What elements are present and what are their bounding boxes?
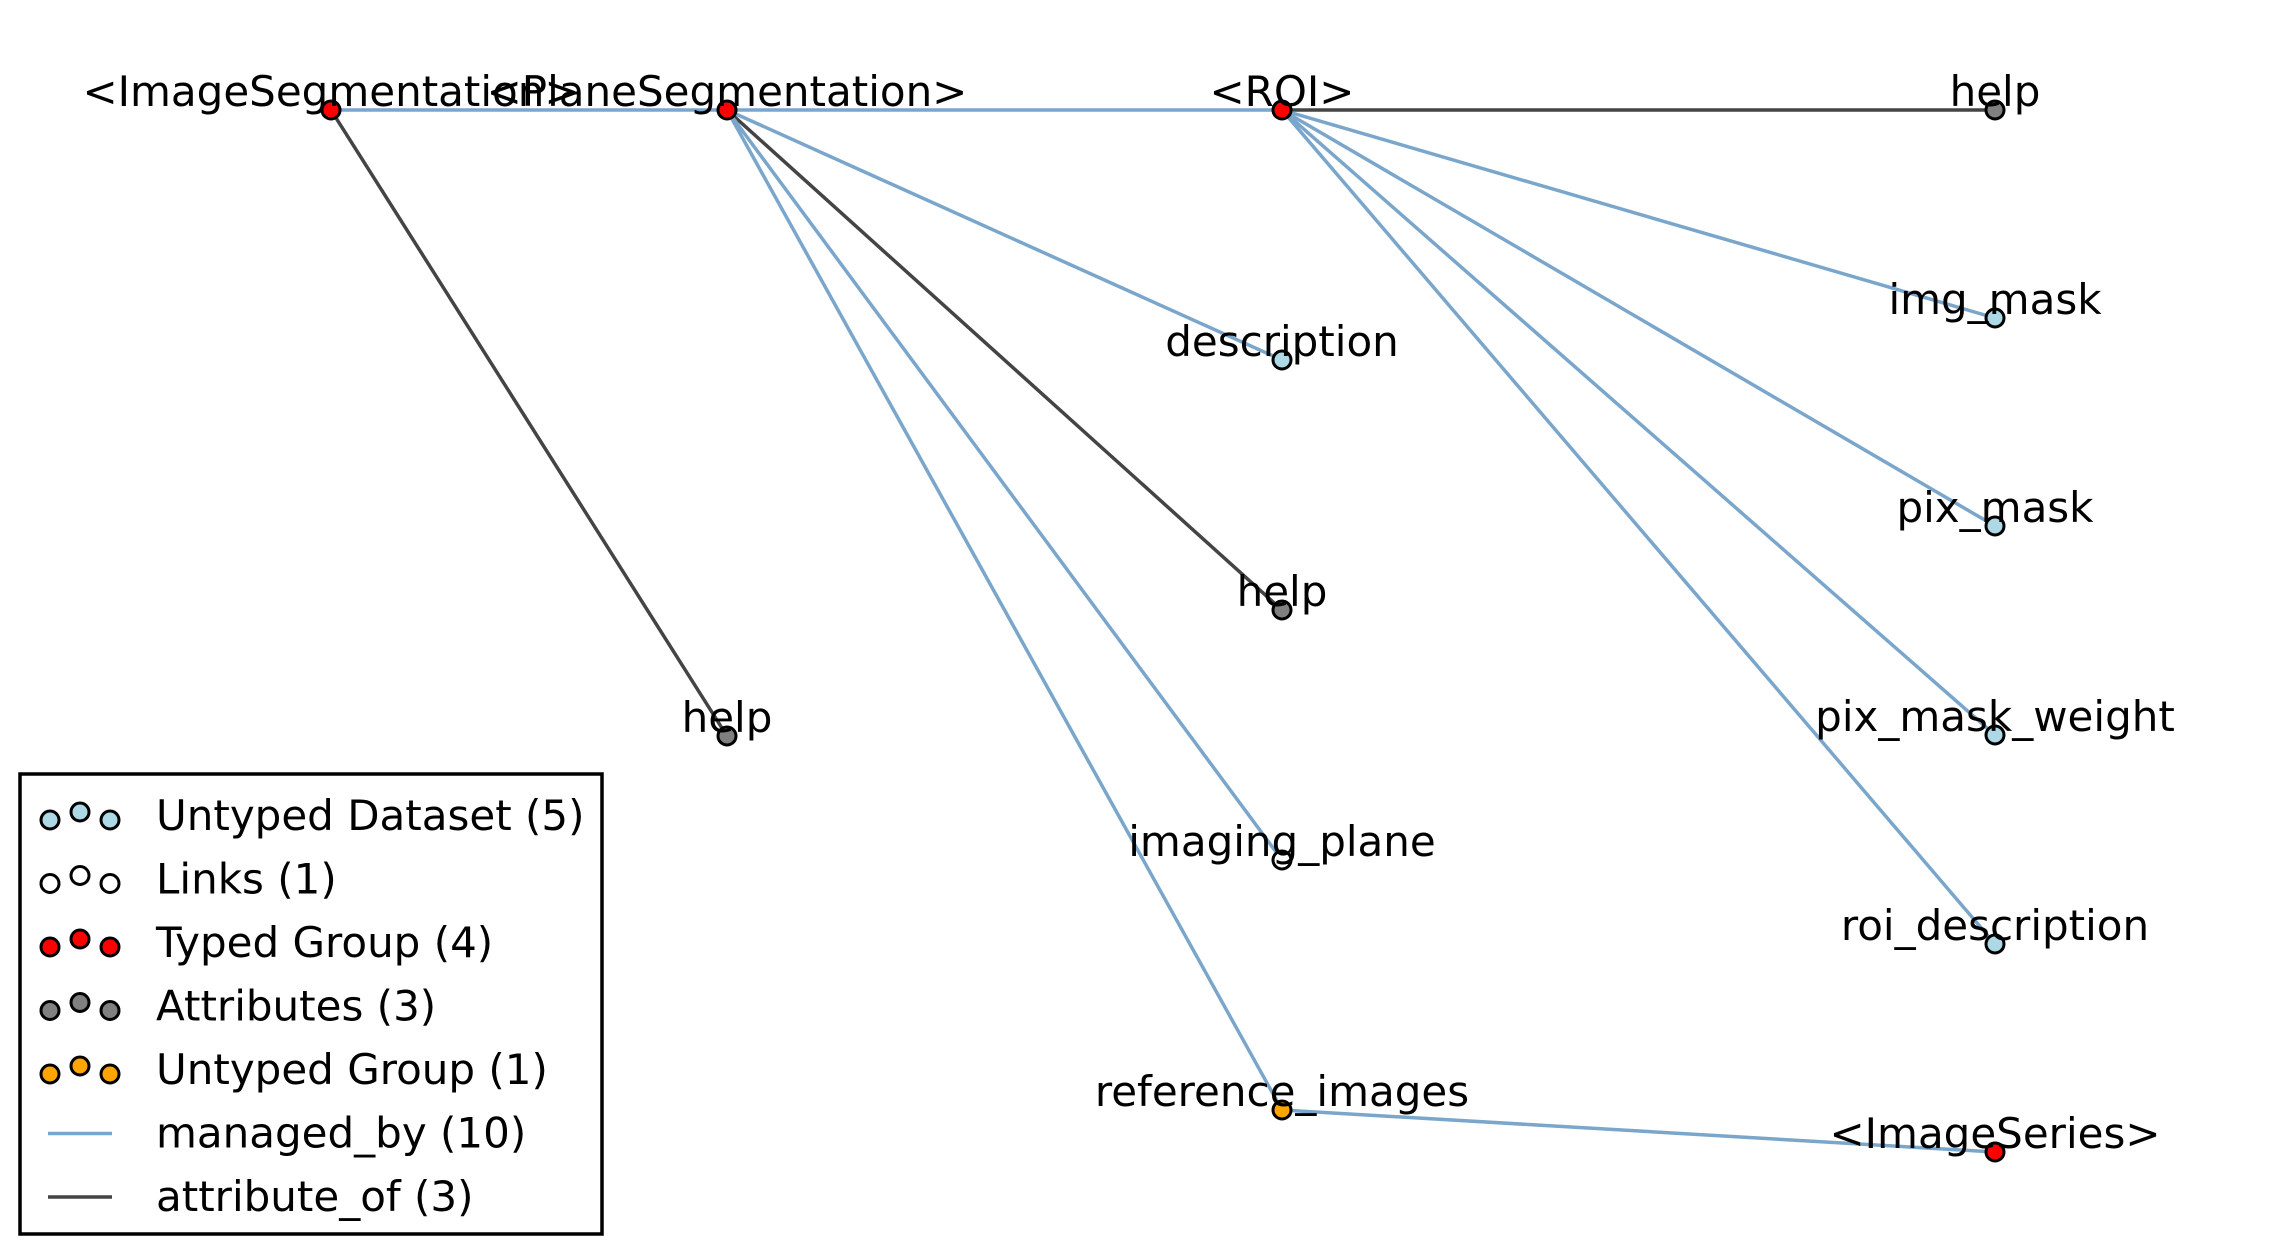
legend-label-managed-by: managed_by (10) <box>156 1109 526 1158</box>
node-label-roi-help: help <box>1950 67 2041 116</box>
legend: Untyped Dataset (5) Links (1) Typed Group … <box>18 772 604 1236</box>
node-roi-description[interactable] <box>1984 933 2006 955</box>
legend-entry-attribute: Attributes (3) <box>39 982 436 1031</box>
legend-entry-attribute-of: attribute_of (3) <box>48 1172 474 1221</box>
legend-entry-managed-by: managed_by (10) <box>48 1109 526 1158</box>
legend-entry-typed-group: Typed Group (4) <box>39 918 493 967</box>
node-label-image-series: <ImageSeries> <box>1829 1109 2160 1158</box>
labels-layer: <ImageSegmentation><PlaneSegmentation> <R… <box>82 67 2174 1158</box>
edge-managed-by-roi-to-pix-mask <box>1281 108 1996 528</box>
edge-managed-by-roi-to-roi-description <box>1280 108 1997 946</box>
edges-layer <box>329 108 1997 1154</box>
legend-marker-link <box>99 873 121 894</box>
legend-entry-untyped-dataset: Untyped Dataset (5) <box>39 791 585 840</box>
edge-managed-by-roi-to-pix-mask-weight <box>1280 108 1997 737</box>
legend-label-untyped-dataset: Untyped Dataset (5) <box>156 791 585 840</box>
node-label-description: description <box>1165 317 1399 366</box>
legend-marker-link <box>39 873 61 894</box>
legend-label-link: Links (1) <box>156 855 337 904</box>
legend-entry-untyped-group: Untyped Group (1) <box>39 1045 548 1094</box>
node-label-roi-description: roi_description <box>1841 901 2149 950</box>
edge-attribute-of-image-segmentation-to-image-seg-help <box>329 109 729 737</box>
node-description[interactable] <box>1271 349 1293 371</box>
legend-marker-link <box>69 865 91 886</box>
node-image-segmentation[interactable] <box>320 99 342 121</box>
legend-marker-untyped-group <box>69 1055 91 1077</box>
node-image-seg-help[interactable] <box>716 725 738 747</box>
edge-attribute-of-plane-segmentation-to-plane-help <box>725 108 1284 612</box>
legend-marker-untyped-dataset <box>69 801 91 823</box>
legend-marker-typed-group <box>69 928 91 950</box>
node-label-roi: <ROI> <box>1209 67 1354 116</box>
node-label-plane-help: help <box>1237 567 1328 616</box>
node-label-img-mask: img_mask <box>1888 275 2102 324</box>
node-img-mask[interactable] <box>1984 307 2006 329</box>
edge-managed-by-roi-to-img-mask <box>1281 108 1996 320</box>
edge-managed-by-plane-segmentation-to-reference-images <box>725 109 1284 1111</box>
legend-marker-typed-group <box>39 936 61 958</box>
legend-label-attribute: Attributes (3) <box>156 982 436 1031</box>
legend-marker-untyped-group <box>39 1063 61 1085</box>
legend-marker-attribute <box>99 1000 121 1021</box>
nodes-layer <box>320 99 2006 1163</box>
node-pix-mask[interactable] <box>1984 515 2006 537</box>
node-plane-help[interactable] <box>1271 599 1293 621</box>
legend-marker-untyped-dataset <box>99 809 121 831</box>
edge-managed-by-plane-segmentation-to-imaging-plane <box>725 108 1284 862</box>
edge-managed-by-plane-segmentation-to-description <box>726 108 1283 362</box>
legend-label-attribute-of: attribute_of (3) <box>156 1172 474 1221</box>
legend-entry-link: Links (1) <box>39 855 337 904</box>
node-label-imaging-plane: imaging_plane <box>1128 817 1435 866</box>
node-imaging-plane[interactable] <box>1271 849 1293 871</box>
node-pix-mask-weight[interactable] <box>1984 724 2006 746</box>
edge-managed-by-reference-images-to-image-series <box>1281 1108 1996 1154</box>
node-label-image-segmentation: <ImageSegmentation> <box>82 67 579 116</box>
node-roi[interactable] <box>1271 99 1293 121</box>
node-label-pix-mask-weight: pix_mask_weight <box>1815 692 2175 741</box>
node-image-series[interactable] <box>1984 1141 2006 1163</box>
legend-label-typed-group: Typed Group (4) <box>155 918 493 967</box>
node-roi-help[interactable] <box>1984 99 2006 121</box>
legend-marker-typed-group <box>99 936 121 958</box>
legend-marker-untyped-dataset <box>39 809 61 831</box>
node-plane-segmentation[interactable] <box>716 99 738 121</box>
node-label-pix-mask: pix_mask <box>1896 483 2094 532</box>
node-label-reference-images: reference_images <box>1095 1067 1469 1116</box>
node-reference-images[interactable] <box>1271 1099 1293 1121</box>
legend-marker-untyped-group <box>99 1063 121 1085</box>
legend-marker-attribute <box>69 992 91 1013</box>
legend-label-untyped-group: Untyped Group (1) <box>156 1045 548 1094</box>
legend-marker-attribute <box>39 1000 61 1021</box>
node-label-image-seg-help: help <box>682 693 773 742</box>
node-label-plane-segmentation: <PlaneSegmentation> <box>487 67 968 116</box>
